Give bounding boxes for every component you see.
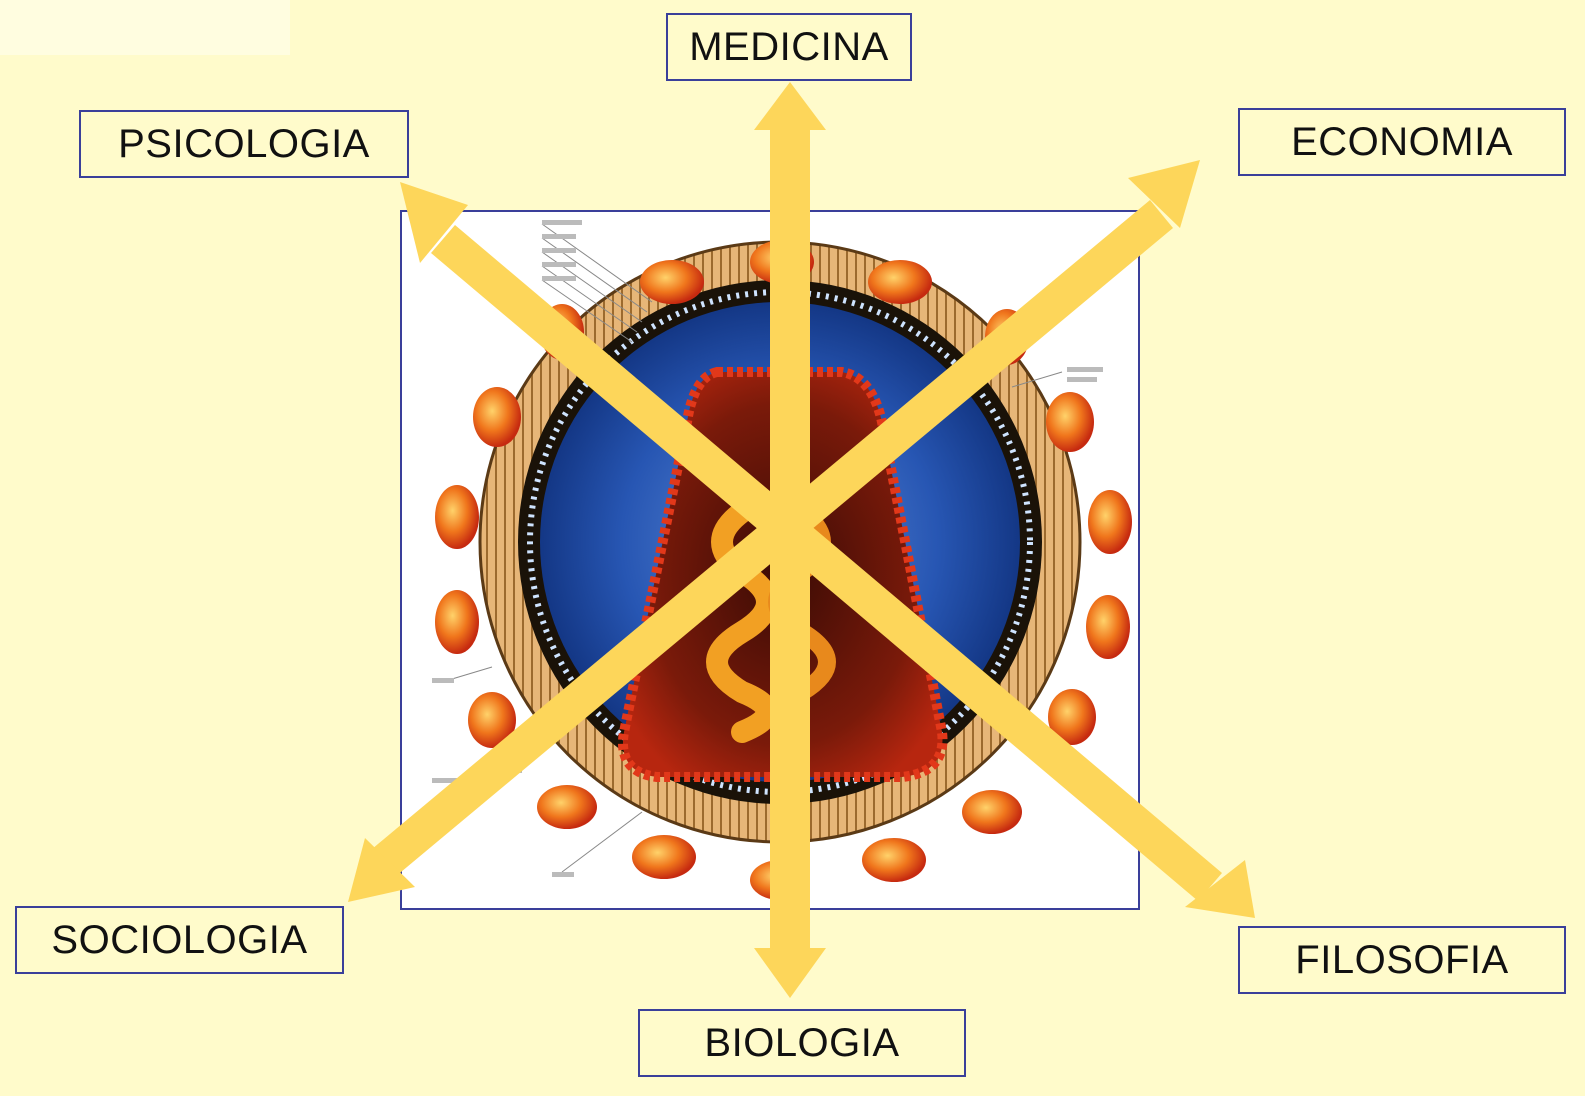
label-sociologia-text: SOCIOLOGIA [51,918,307,963]
label-filosofia-text: FILOSOFIA [1295,938,1508,983]
label-medicina-text: MEDICINA [689,25,889,70]
label-medicina: MEDICINA [666,13,912,81]
virus-svg [402,212,1138,908]
label-psicologia-text: PSICOLOGIA [118,122,370,167]
virus-illustration [400,210,1140,910]
label-biologia-text: BIOLOGIA [704,1021,899,1066]
label-economia-text: ECONOMIA [1291,120,1513,165]
label-sociologia: SOCIOLOGIA [15,906,344,974]
corner-patch [0,0,290,55]
label-filosofia: FILOSOFIA [1238,926,1566,994]
label-economia: ECONOMIA [1238,108,1566,176]
label-psicologia: PSICOLOGIA [79,110,409,178]
label-biologia: BIOLOGIA [638,1009,966,1077]
